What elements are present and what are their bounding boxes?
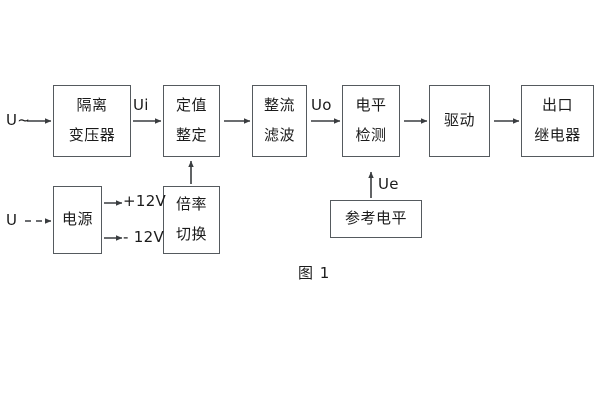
block-label-line: 继电器 bbox=[534, 126, 581, 144]
block-reference-level: 参考电平 bbox=[330, 200, 422, 238]
block-label-line: 整流 bbox=[263, 96, 295, 115]
block-setpoint-setting: 定值 整定 bbox=[163, 85, 220, 157]
block-drive: 驱动 bbox=[429, 85, 490, 157]
label-signal-uo: Uo bbox=[311, 96, 332, 114]
block-label-line: 出口 bbox=[541, 96, 573, 115]
label-input-ac: U~ bbox=[6, 111, 31, 129]
figure-caption: 图 1 bbox=[298, 264, 331, 282]
block-label-line: 电平 bbox=[355, 96, 387, 115]
label-signal-ue: Ue bbox=[378, 175, 399, 193]
block-level-detection: 电平 检测 bbox=[342, 85, 400, 157]
block-output-relay: 出口 继电器 bbox=[521, 85, 594, 157]
block-multiplier-switch: 倍率 切换 bbox=[163, 186, 220, 254]
block-rectify-filter: 整流 滤波 bbox=[252, 85, 307, 157]
block-isolation-transformer: 隔离 变压器 bbox=[53, 85, 131, 157]
block-label-line: 定值 bbox=[175, 96, 207, 115]
block-power-supply: 电源 bbox=[53, 186, 102, 254]
label-rail-minus-12v: - 12V bbox=[123, 228, 165, 246]
block-label-line: 检测 bbox=[355, 126, 387, 144]
label-signal-ui: Ui bbox=[133, 96, 149, 114]
block-label-line: 电源 bbox=[61, 210, 93, 229]
block-label-line: 整定 bbox=[175, 126, 207, 144]
label-input-dc: U bbox=[6, 211, 18, 229]
block-label-line: 变压器 bbox=[68, 126, 116, 144]
block-label-line: 滤波 bbox=[263, 126, 295, 144]
label-rail-plus-12v: +12V bbox=[123, 192, 167, 210]
block-label-line: 隔离 bbox=[76, 96, 108, 115]
block-label-line: 参考电平 bbox=[344, 209, 407, 228]
block-label-line: 驱动 bbox=[443, 111, 475, 130]
block-label-line: 切换 bbox=[175, 225, 207, 243]
block-label-line: 倍率 bbox=[175, 195, 207, 214]
